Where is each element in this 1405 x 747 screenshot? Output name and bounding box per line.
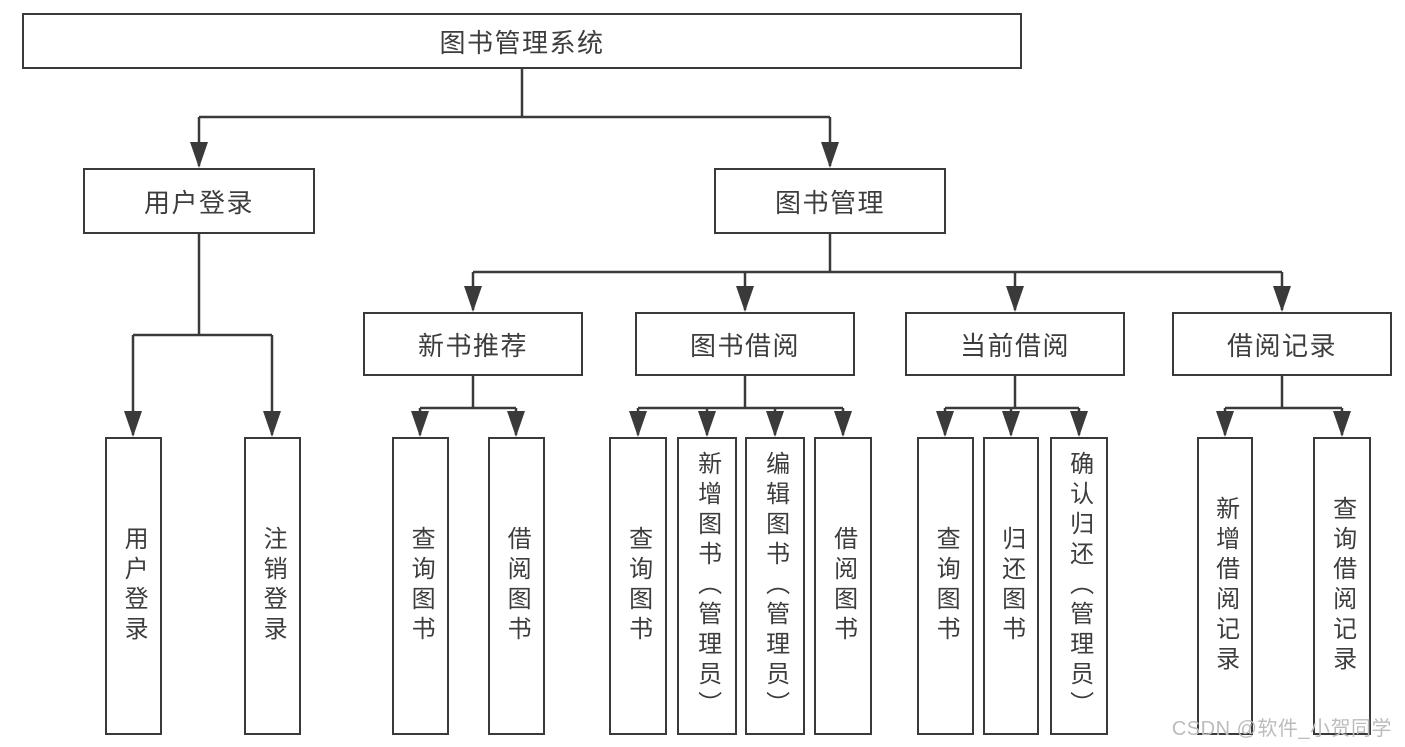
leaf-logout: 注销登录 xyxy=(244,437,301,735)
node-new-book-recommend: 新书推荐 xyxy=(363,312,583,376)
leaf-newbooks-query-books: 查询图书 xyxy=(392,437,449,735)
leaf-current-return-books-label: 归还图书 xyxy=(997,526,1025,646)
node-current-borrow-label: 当前借阅 xyxy=(959,330,1070,361)
leaf-borrow-edit-books-admin: 编辑图书（管理员） xyxy=(745,437,805,735)
node-borrow-records-label: 借阅记录 xyxy=(1226,330,1337,361)
tree-edges xyxy=(131,69,1344,435)
node-user-login: 用户登录 xyxy=(83,168,315,234)
leaf-records-query-record-label: 查询借阅记录 xyxy=(1328,496,1356,676)
leaf-records-add-record-label: 新增借阅记录 xyxy=(1211,496,1239,676)
node-borrow-records: 借阅记录 xyxy=(1172,312,1392,376)
leaf-current-query-books-label: 查询图书 xyxy=(932,526,960,646)
leaf-borrow-add-books-admin-label: 新增图书（管理员） xyxy=(693,451,721,721)
leaf-borrow-query-books: 查询图书 xyxy=(609,437,667,735)
leaf-logout-label: 注销登录 xyxy=(259,526,287,646)
leaf-current-confirm-return-admin: 确认归还（管理员） xyxy=(1050,437,1108,735)
node-book-management: 图书管理 xyxy=(714,168,946,234)
node-root-label: 图书管理系统 xyxy=(439,27,605,58)
node-root: 图书管理系统 xyxy=(22,13,1022,69)
leaf-borrow-add-books-admin: 新增图书（管理员） xyxy=(677,437,737,735)
leaf-user-login-label: 用户登录 xyxy=(120,526,148,646)
node-book-management-label: 图书管理 xyxy=(774,187,885,218)
leaf-borrow-query-books-label: 查询图书 xyxy=(624,526,652,646)
leaf-borrow-borrow-books: 借阅图书 xyxy=(814,437,872,735)
node-book-borrow: 图书借阅 xyxy=(635,312,855,376)
node-user-login-label: 用户登录 xyxy=(143,187,254,218)
leaf-records-add-record: 新增借阅记录 xyxy=(1197,437,1253,735)
node-current-borrow: 当前借阅 xyxy=(905,312,1125,376)
leaf-records-query-record: 查询借阅记录 xyxy=(1313,437,1371,735)
node-new-book-recommend-label: 新书推荐 xyxy=(417,330,528,361)
arrowheads xyxy=(124,142,1351,437)
leaf-borrow-edit-books-admin-label: 编辑图书（管理员） xyxy=(761,451,789,721)
leaf-newbooks-query-books-label: 查询图书 xyxy=(407,526,435,646)
leaf-newbooks-borrow-books: 借阅图书 xyxy=(488,437,545,735)
csdn-watermark: CSDN @软件_小贺同学 xyxy=(1171,718,1392,740)
leaf-user-login: 用户登录 xyxy=(105,437,162,735)
leaf-current-query-books: 查询图书 xyxy=(917,437,974,735)
leaf-newbooks-borrow-books-label: 借阅图书 xyxy=(503,526,531,646)
leaf-borrow-borrow-books-label: 借阅图书 xyxy=(829,526,857,646)
leaf-current-confirm-return-admin-label: 确认归还（管理员） xyxy=(1065,451,1093,721)
node-book-borrow-label: 图书借阅 xyxy=(689,330,800,361)
leaf-current-return-books: 归还图书 xyxy=(983,437,1039,735)
